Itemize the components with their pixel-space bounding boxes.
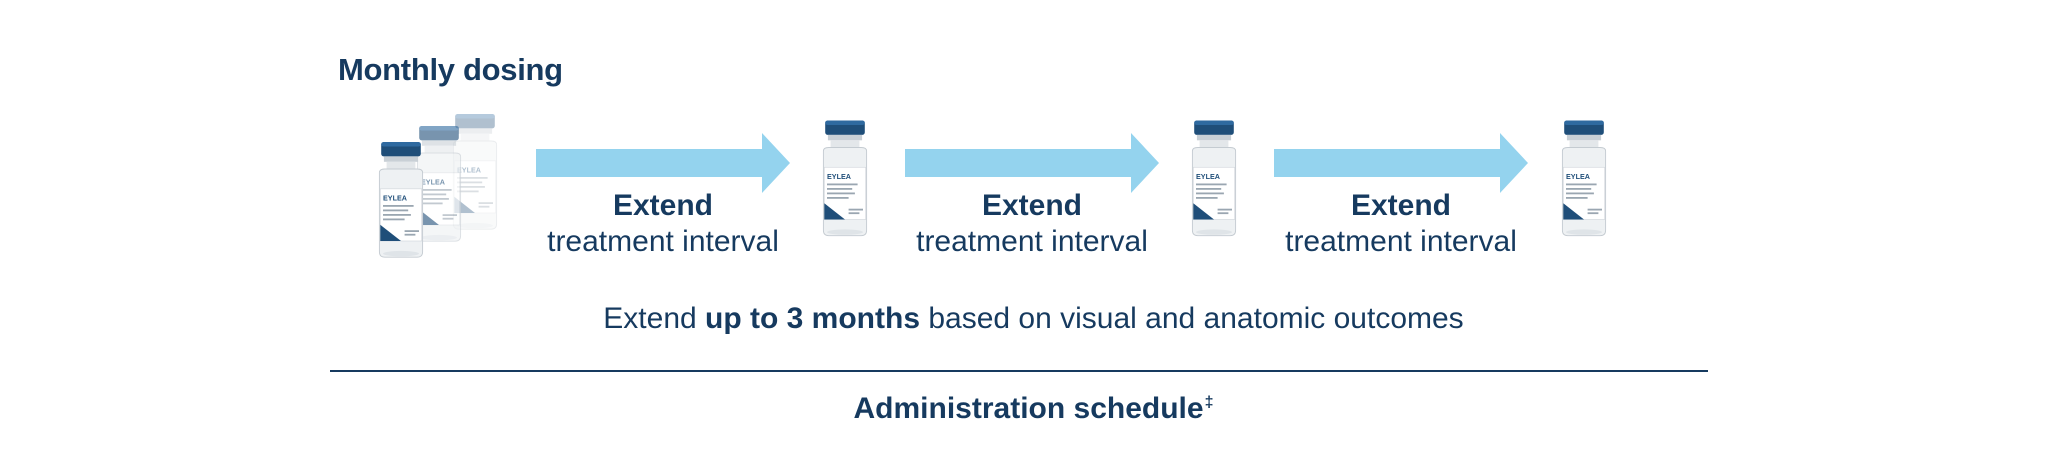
vial-icon-2 [818,116,872,242]
divider [330,370,1708,372]
arrow-icon-3 [1274,133,1528,193]
vial-icon-front [374,142,428,259]
footer-text: Administration schedule [853,392,1204,425]
step-label-bold: Extend [981,189,1083,222]
vial-icon-3 [1187,116,1241,242]
step-label-light: treatment interval [547,225,779,258]
summary-suffix: based on visual and anatomic outcomes [920,302,1464,335]
summary-emphasis: up to 3 months [705,302,921,335]
section-title: Monthly dosing [338,52,563,87]
step-label-bold: Extend [612,189,714,222]
footer-caption: Administration schedule‡ [0,392,2067,426]
vial-icon-4 [1557,116,1611,242]
footnote-mark: ‡ [1204,394,1214,411]
step-label-light: treatment interval [916,225,1148,258]
step-label-light: treatment interval [1285,225,1517,258]
arrow-icon-1 [536,133,790,193]
step-label-3: Extend treatment interval [1271,188,1531,260]
summary-prefix: Extend [603,302,706,335]
step-label-1: Extend treatment interval [533,188,793,260]
step-label-2: Extend treatment interval [902,188,1162,260]
arrow-icon-2 [905,133,1159,193]
summary-text: Extend up to 3 months based on visual an… [0,302,2067,336]
step-label-bold: Extend [1350,189,1452,222]
